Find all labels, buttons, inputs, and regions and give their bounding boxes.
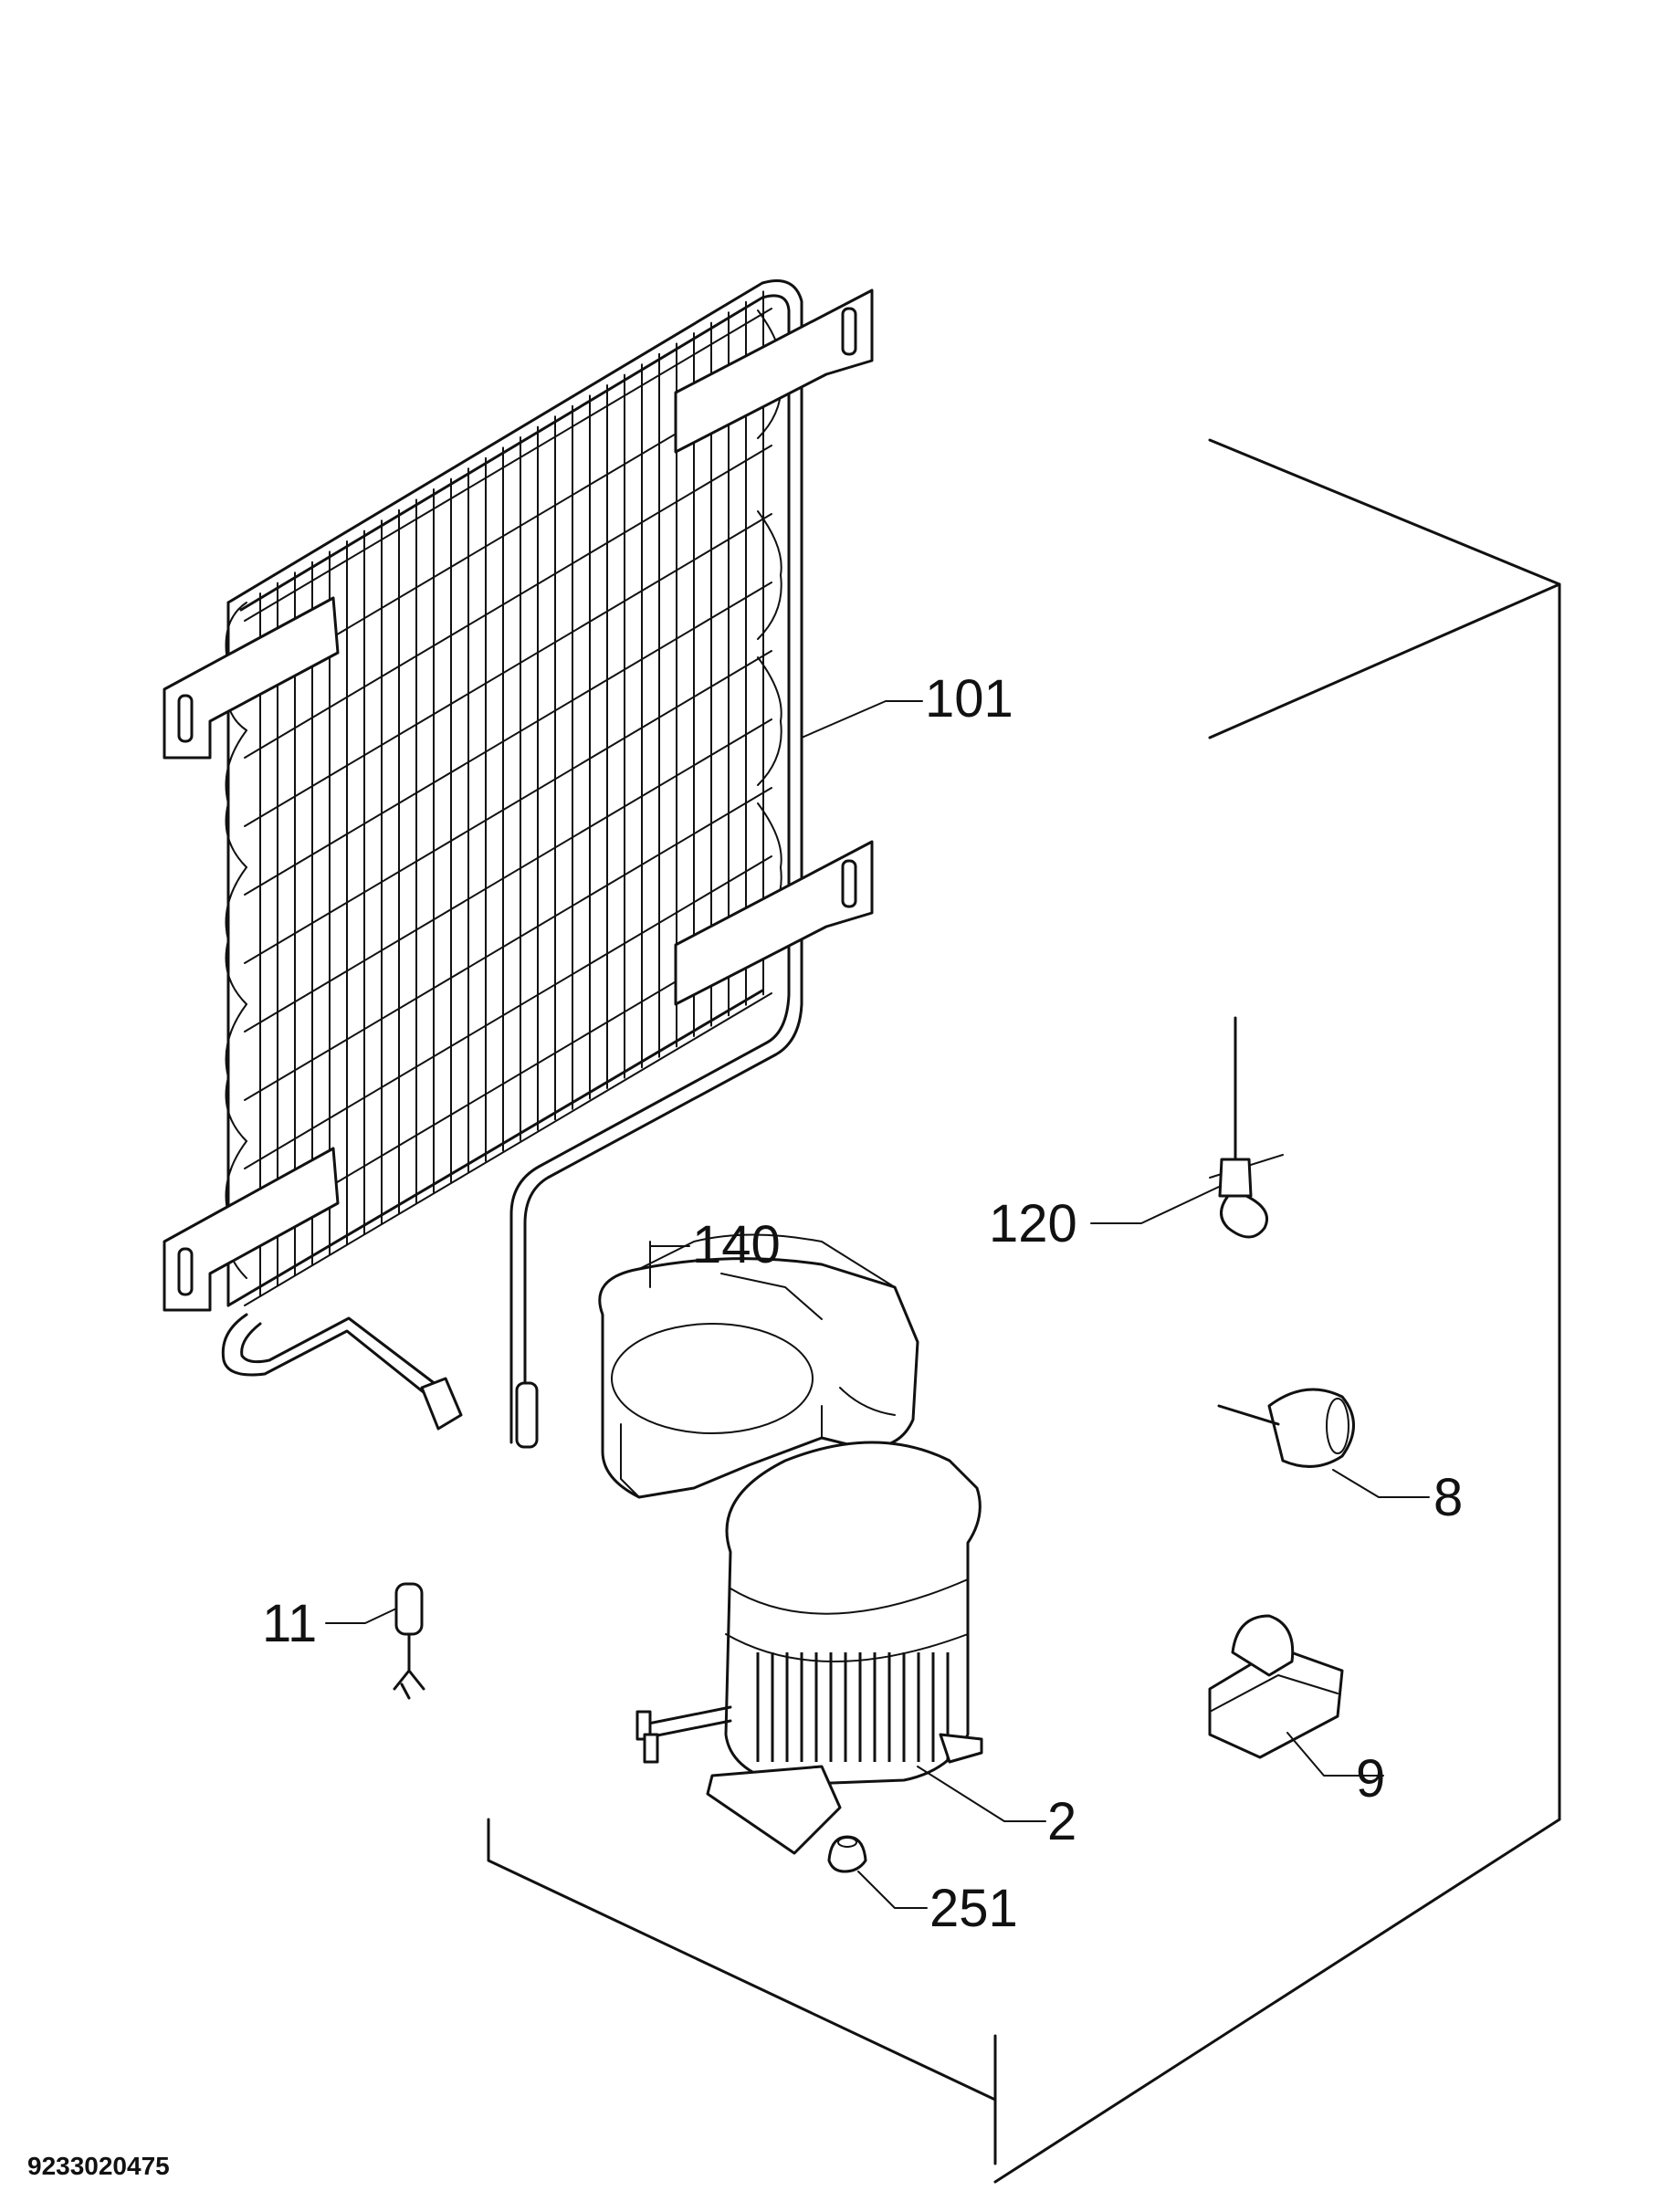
relay-graphic — [1208, 1614, 1344, 1759]
label-120: 120 — [989, 1194, 1077, 1253]
condenser-tube — [244, 445, 772, 759]
label-101: 101 — [925, 669, 1013, 729]
condenser-tube — [244, 992, 772, 1306]
label-251: 251 — [929, 1879, 1018, 1938]
cabinet-outline — [487, 438, 1561, 2184]
condenser-tube — [244, 787, 772, 1101]
overload-protector-graphic — [1217, 1388, 1355, 1468]
condenser-tube — [244, 650, 772, 964]
condenser-tube — [244, 308, 772, 622]
label-9: 9 — [1356, 1749, 1385, 1808]
condenser-tube — [244, 718, 772, 1033]
condenser-tube — [244, 513, 772, 827]
filter-drier-graphic — [393, 1582, 425, 1700]
condenser-tube — [244, 582, 772, 896]
condenser-bracket — [163, 596, 340, 760]
condenser-graphic — [163, 279, 874, 1449]
condenser-bracket — [674, 288, 874, 454]
label-11: 11 — [262, 1594, 317, 1653]
label-2: 2 — [1047, 1792, 1076, 1851]
leader-lines — [325, 700, 1430, 1909]
label-8: 8 — [1433, 1468, 1463, 1527]
thermostat-sensor-graphic — [1209, 1016, 1284, 1239]
drip-tray-graphic — [598, 1233, 919, 1499]
compressor-graphic — [635, 1441, 983, 1855]
document-number: 9233020475 — [27, 2152, 170, 2180]
condenser-bracket — [674, 840, 874, 1006]
condenser-tube — [244, 855, 772, 1169]
label-140: 140 — [692, 1215, 781, 1274]
condenser-bracket — [163, 1147, 340, 1312]
grommet-graphic — [827, 1835, 867, 1873]
